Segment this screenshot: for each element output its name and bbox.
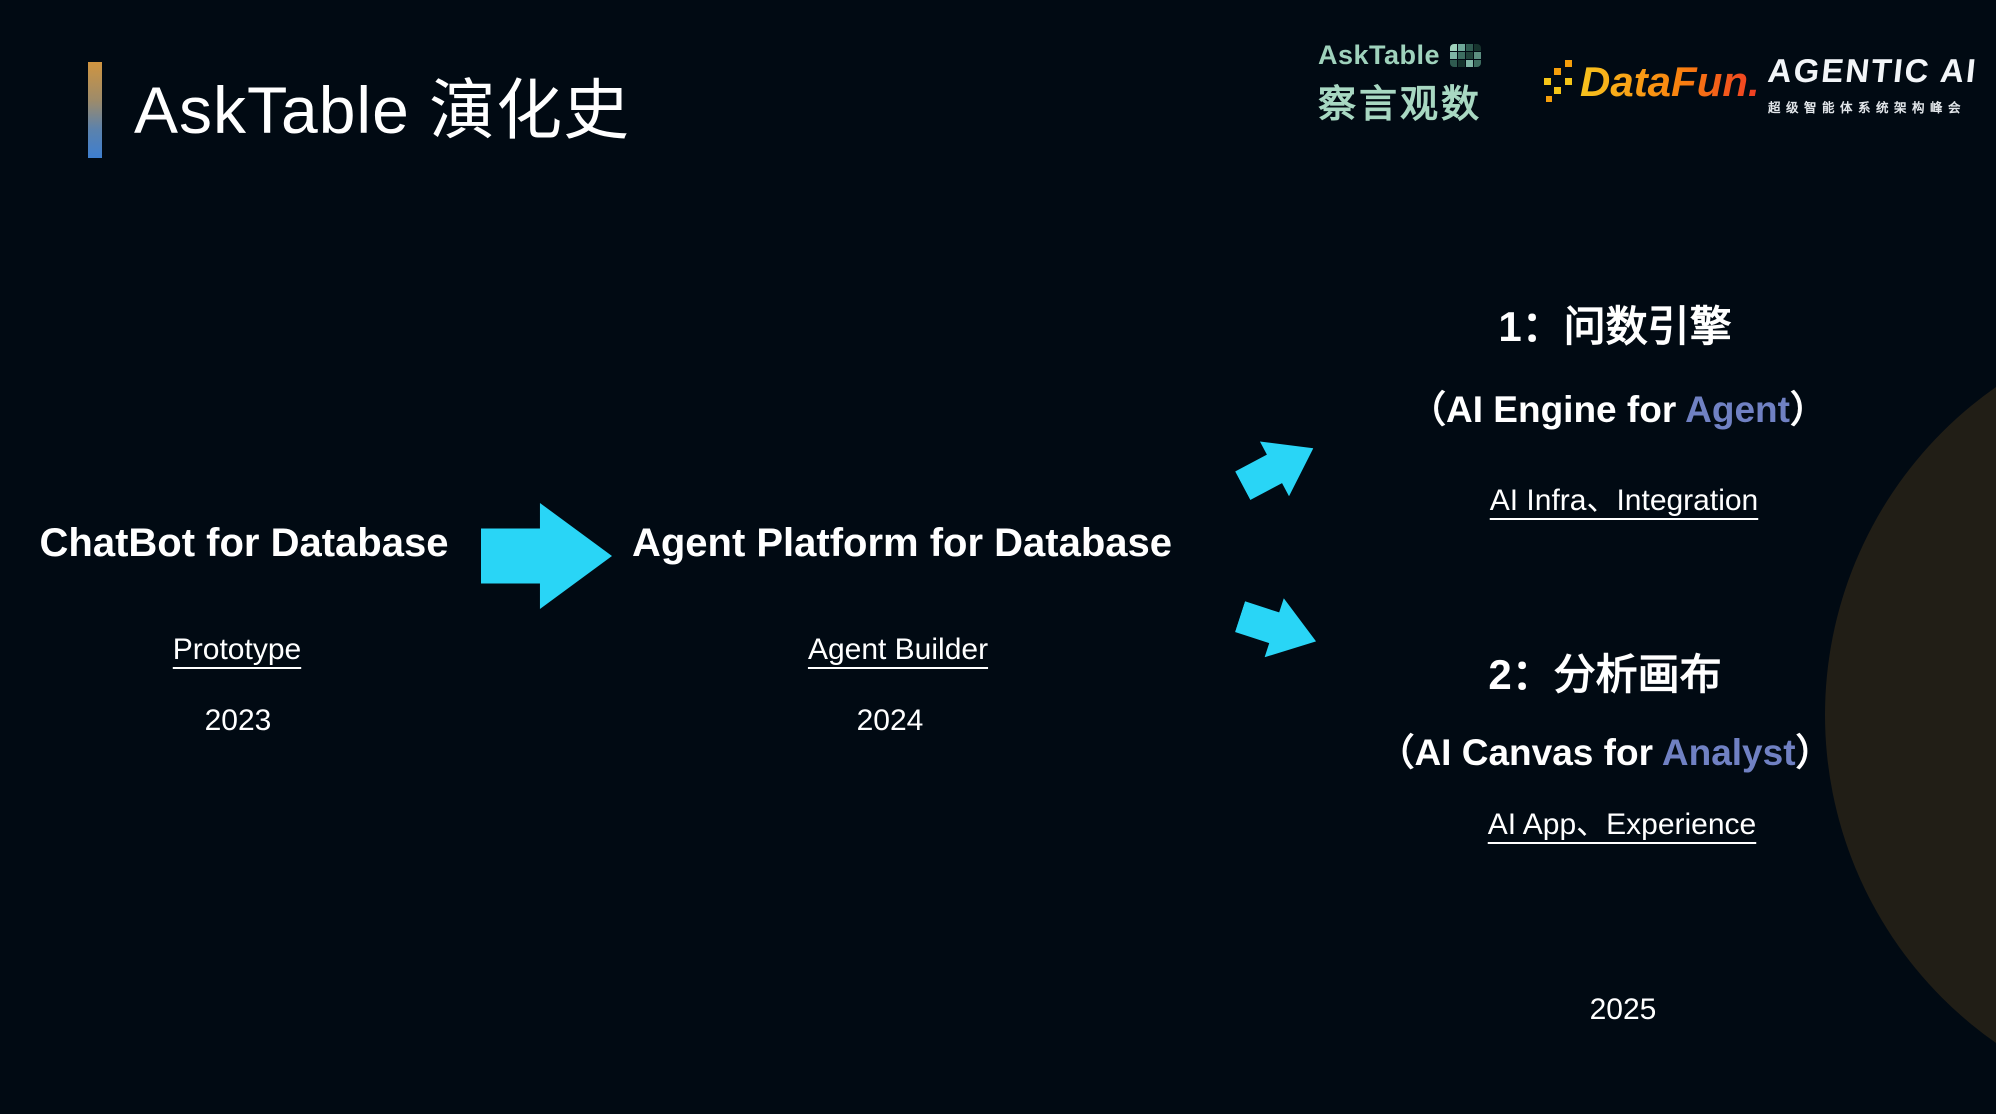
- branch1-subtitle-prefix: （AI Engine for: [1409, 389, 1686, 430]
- branch2-subtitle-highlight: Analyst: [1661, 732, 1796, 773]
- datafun-pixel-icon: [1544, 60, 1574, 104]
- branch1-subtitle: （AI Engine for Agent）: [1318, 387, 1918, 433]
- future-year: 2025: [1589, 993, 1657, 1026]
- page-title: AskTable 演化史: [134, 73, 631, 147]
- stage2-label: Agent Builder: [807, 633, 989, 666]
- stage2-title: Agent Platform for Database: [631, 521, 1173, 565]
- agentic-ai-logo: AGENTIC AI 超级智能体系统架构峰会: [1766, 52, 1980, 116]
- branch2-subtitle: （AI Canvas for Analyst）: [1305, 730, 1905, 776]
- branch1-title: 1：问数引擎: [1498, 303, 1732, 350]
- asktable-logo-text: AskTable: [1318, 40, 1441, 70]
- datafun-logo: DataFun.: [1544, 58, 1760, 106]
- agentic-ai-logo-tagline: 超级智能体系统架构峰会: [1768, 101, 1967, 115]
- datafun-logo-text: DataFun.: [1580, 58, 1760, 105]
- stage1-label: Prototype: [172, 633, 302, 666]
- branch2-subtitle-prefix: （AI Canvas for: [1377, 732, 1662, 773]
- stage1-title: ChatBot for Database: [39, 521, 449, 565]
- branch1-arrow-icon: [1228, 421, 1328, 513]
- title-accent-bar: [88, 62, 102, 158]
- branch1-subtitle-suffix: ）: [1789, 389, 1827, 430]
- stage1-year: 2023: [204, 704, 272, 737]
- asktable-logo-tagline: 察言观数: [1318, 81, 1483, 126]
- asktable-logo: AskTable 察言观数: [1318, 40, 1518, 128]
- branch2-label: AI App、Experience: [1487, 808, 1757, 841]
- branch2-subtitle-suffix: ）: [1795, 732, 1833, 773]
- asktable-pixel-table-icon: [1450, 44, 1482, 67]
- branch1-label: AI Infra、Integration: [1489, 484, 1759, 517]
- stage2-year: 2024: [856, 704, 924, 737]
- agentic-ai-logo-text: AGENTIC AI: [1766, 52, 1980, 89]
- branch1-subtitle-highlight: Agent: [1685, 389, 1790, 430]
- branch2-title: 2：分析画布: [1488, 651, 1722, 698]
